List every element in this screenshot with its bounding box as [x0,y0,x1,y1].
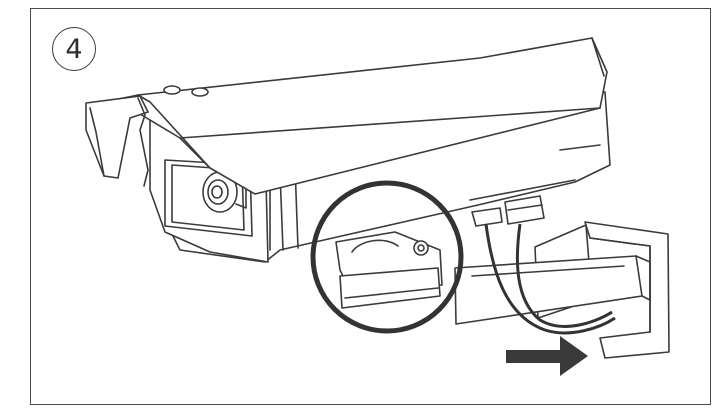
highlight-circle-icon [310,180,464,334]
step-number: 4 [65,33,83,65]
arrow-right-icon [506,336,588,376]
camera-cables [484,223,616,335]
wall-bracket [454,221,670,359]
camera-body [85,37,611,263]
tilt-joint [335,231,443,309]
step-number-badge: 4 [52,27,96,71]
